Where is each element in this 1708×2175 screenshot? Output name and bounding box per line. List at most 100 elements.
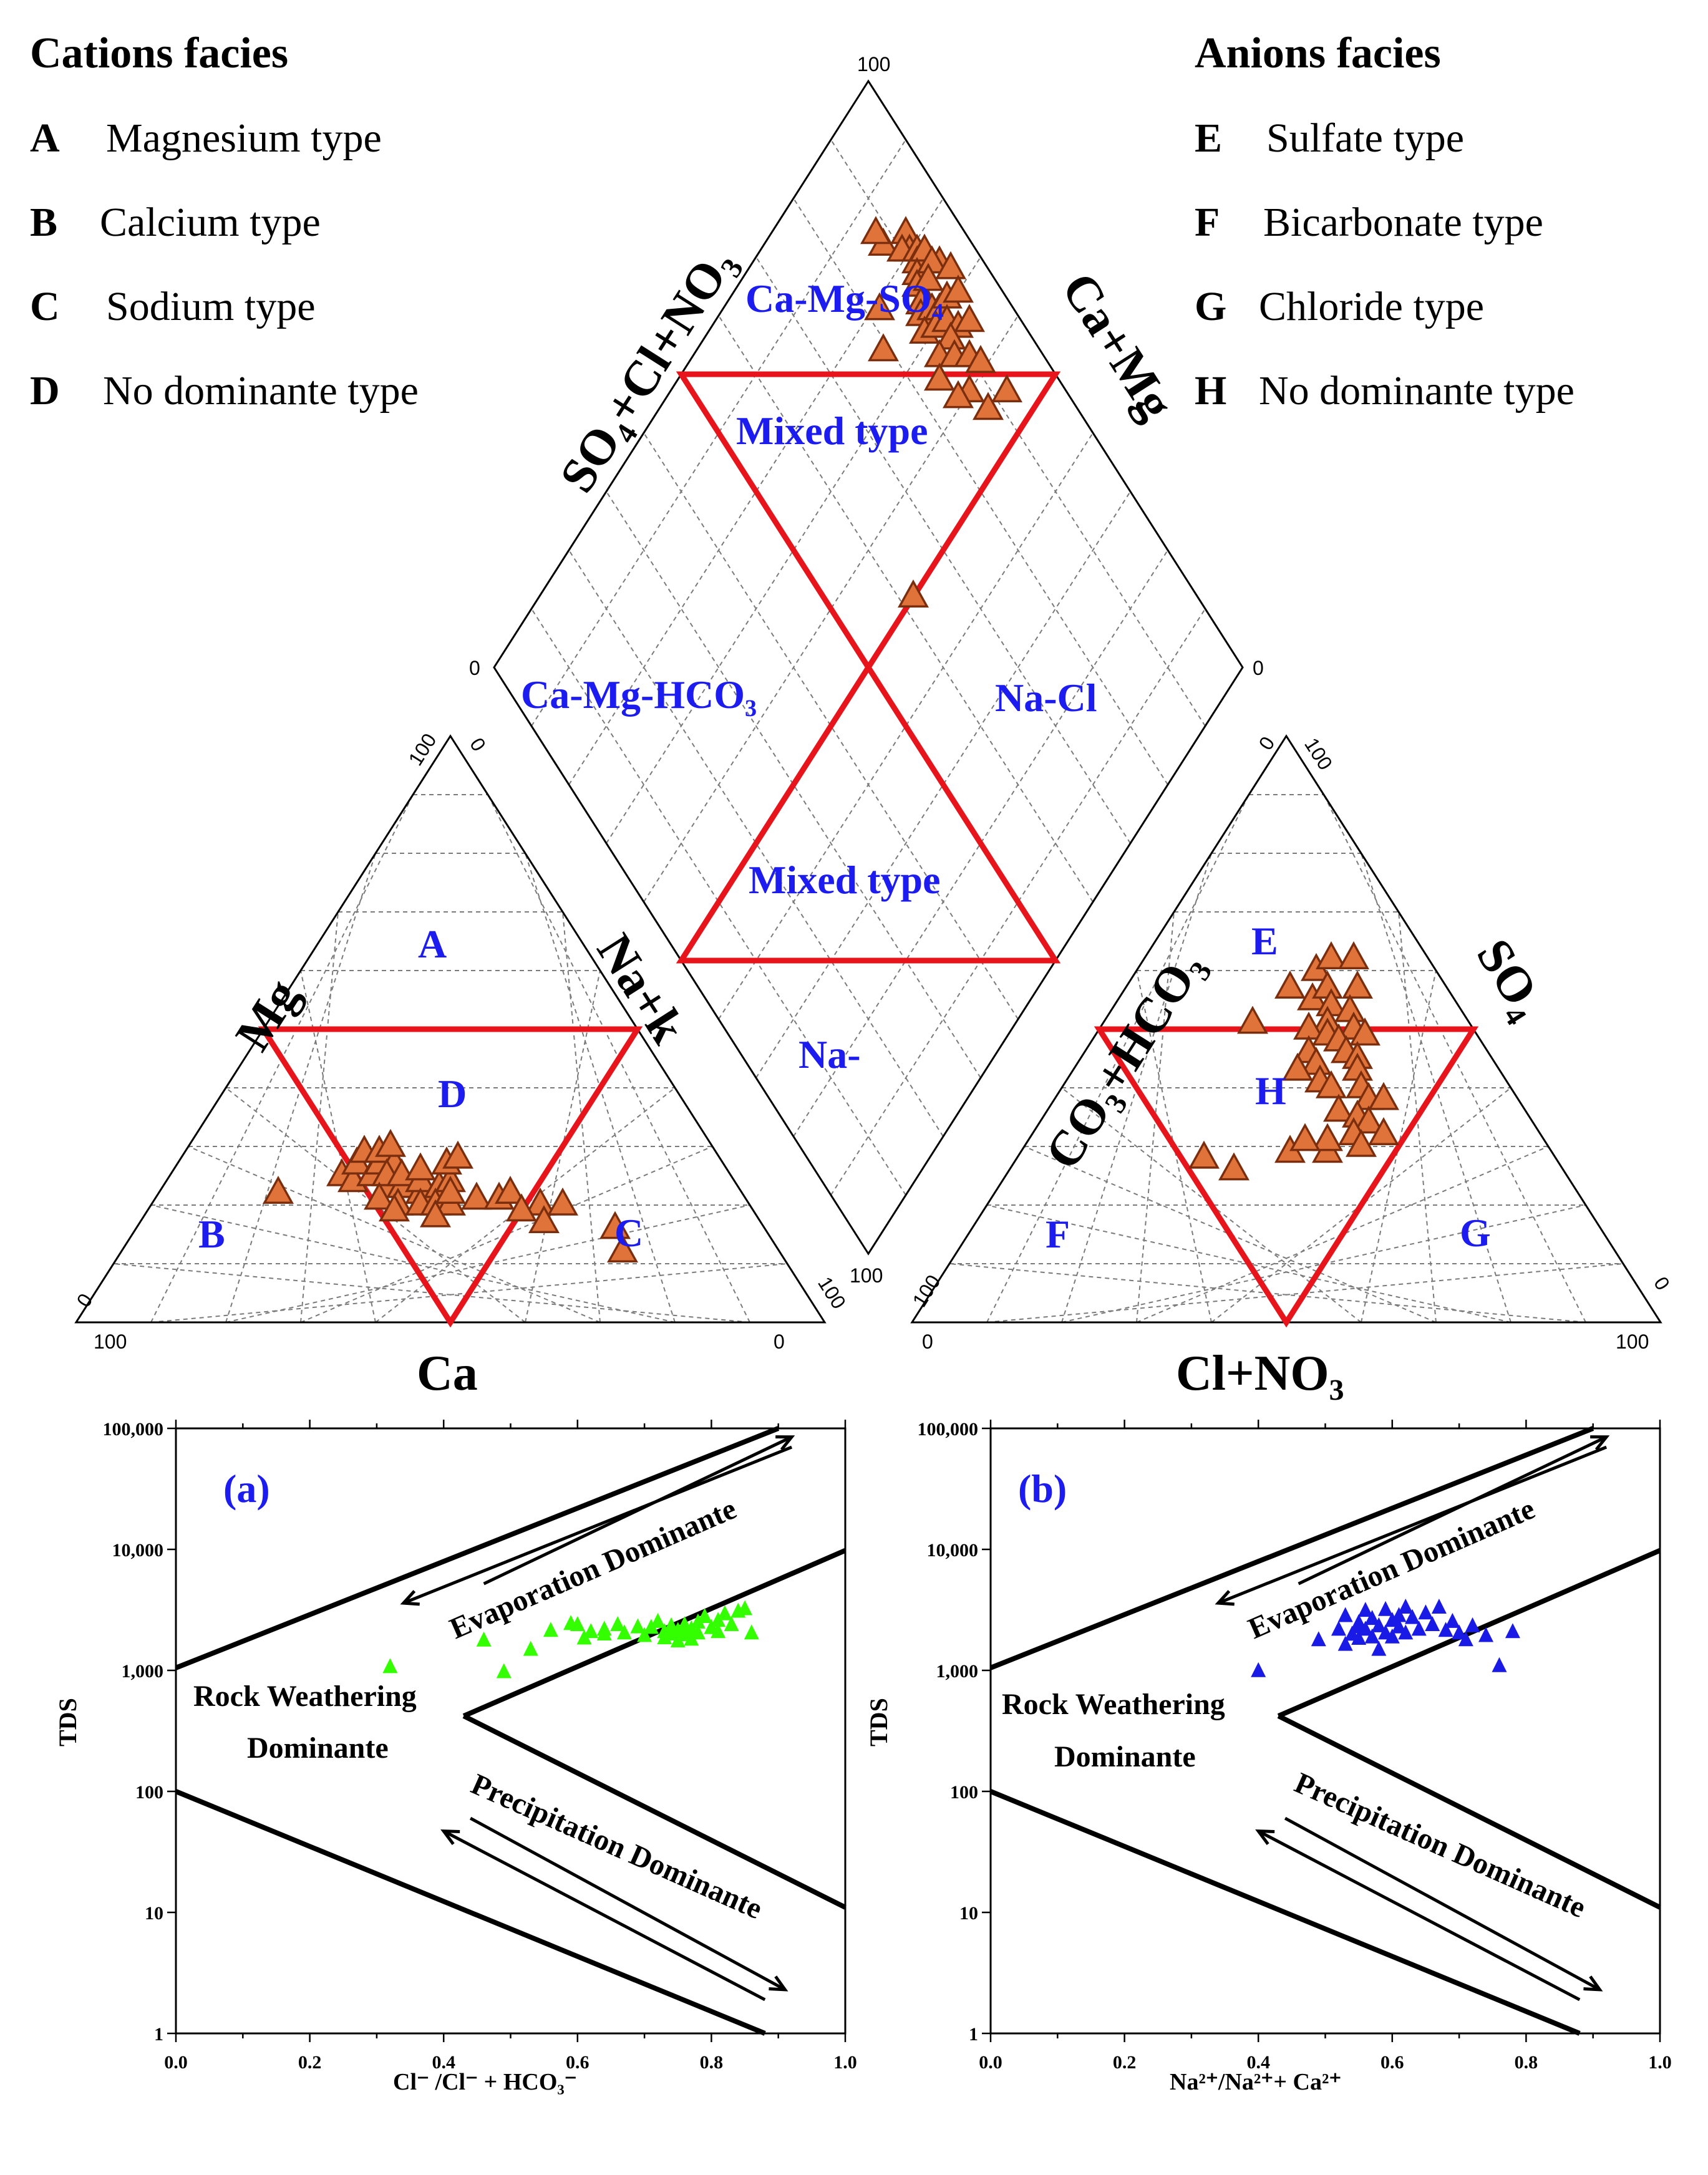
anion-point	[1237, 1005, 1268, 1034]
gibbs-b-point	[1505, 1623, 1520, 1639]
legend-letter-e: E	[1195, 115, 1222, 161]
diamond-outline	[493, 79, 1244, 1256]
gibbs-b-evaporation-arrow-left	[1217, 1445, 1608, 1605]
gibbs-a-point	[657, 1629, 672, 1645]
gibbs-b-precipitation-arrow-right-head	[1583, 1975, 1603, 1992]
diamond-point	[868, 333, 899, 362]
gibbs-a-point	[496, 1663, 512, 1678]
anion-gridline	[1136, 1146, 1549, 1323]
diamond-gridline	[793, 550, 1168, 1137]
diamond-point	[943, 380, 974, 409]
anion-left-axis-label: CO₃+HCO₃	[1035, 941, 1214, 1179]
anion-bottom-axis-label: Cl+NO₃	[1176, 1346, 1344, 1401]
anion-tick-left-bottom: 100	[908, 1271, 945, 1310]
cation-gridline	[300, 1146, 713, 1323]
gibbs-b-point	[1351, 1629, 1367, 1645]
anions-legend-title: Anions facies	[1195, 29, 1441, 77]
anion-region-g: G	[1460, 1211, 1491, 1255]
anion-tick-bottom-right: 100	[1616, 1330, 1649, 1353]
gibbs-a-point	[543, 1622, 558, 1637]
cation-gridline	[188, 1146, 601, 1323]
anion-point	[1353, 1105, 1384, 1134]
gibbs-a-point	[744, 1624, 759, 1640]
gibbs-a-ytick-label: 100	[135, 1782, 163, 1803]
anion-gridline	[1024, 1146, 1437, 1323]
gibbs-b-rock-label-1: Rock Weathering	[1002, 1688, 1225, 1721]
gibbs-b-point	[1351, 1618, 1367, 1634]
gibbs-a-precipitation-arrow-left-head	[440, 1829, 460, 1845]
gibbs-a-ytick-label: 100,000	[103, 1419, 164, 1440]
legend-label-c: Sodium type	[106, 284, 316, 329]
gibbs-a-point	[382, 1658, 398, 1674]
gibbs-b-inner-upper-boundary	[1277, 1548, 1661, 1718]
gibbs-a-evaporation-arrow-right-head	[775, 1435, 795, 1451]
gibbs-a-upper-boundary	[175, 1426, 780, 1670]
cation-tick-right-bottom: 100	[813, 1272, 850, 1312]
diamond-left-axis-label: SO₄+Cl+NO₃	[550, 238, 745, 501]
anion-point	[1342, 971, 1373, 999]
legend-letter-f: F	[1195, 200, 1220, 245]
gibbs-a-point	[724, 1616, 739, 1632]
gibbs-b-point	[1337, 1635, 1353, 1651]
cation-point	[420, 1199, 451, 1228]
cation-region-d: D	[438, 1072, 467, 1116]
gibbs-a-point	[630, 1618, 646, 1634]
diamond-gridline	[718, 315, 1094, 903]
cations-legend: Cations facies A Magnesium type B Calciu…	[30, 29, 419, 414]
anion-point	[1282, 1052, 1313, 1081]
cation-tick-apex-left: 100	[404, 729, 441, 769]
gibbs-a-point	[690, 1613, 706, 1629]
anion-point	[1316, 941, 1347, 969]
gibbs-b-point	[1384, 1612, 1400, 1627]
anion-point	[1349, 1017, 1380, 1046]
legend-label-b: Calcium type	[100, 200, 321, 245]
gibbs-b-point	[1398, 1624, 1414, 1640]
gibbs-b-point	[1492, 1657, 1507, 1672]
gibbs-a-point	[697, 1608, 712, 1624]
cation-tick-bottom-left: 100	[94, 1330, 127, 1353]
gibbs-b-xtick-label: 0.6	[1380, 2052, 1404, 2073]
gibbs-a-rock-label-2: Dominante	[247, 1732, 389, 1765]
gibbs-a-point	[583, 1623, 599, 1639]
cation-point	[379, 1193, 410, 1222]
gibbs-a-point	[650, 1612, 666, 1628]
gibbs-b-point	[1337, 1607, 1353, 1622]
gibbs-b-point	[1431, 1598, 1447, 1614]
diamond-point	[973, 392, 1004, 420]
gibbs-b-inner-lower-boundary	[1277, 1713, 1661, 1910]
gibbs-b-point	[1251, 1662, 1266, 1677]
gibbs-b-point	[1364, 1610, 1380, 1625]
cations-legend-title: Cations facies	[30, 29, 288, 77]
diamond-gridline	[606, 491, 981, 1078]
gibbs-a-xtick-label: 0.6	[566, 2052, 590, 2073]
cation-right-axis-label: Na+k	[586, 924, 696, 1053]
anion-point	[1368, 1082, 1399, 1110]
gibbs-b-point	[1465, 1617, 1480, 1632]
legend-letter-h: H	[1195, 368, 1226, 414]
anion-point	[1218, 1152, 1249, 1181]
gibbs-b-xlabel: Na²⁺/Na²⁺+ Ca²⁺	[1170, 2069, 1341, 2095]
diamond-point	[860, 216, 891, 245]
gibbs-b-ytick-label: 10	[959, 1903, 978, 1924]
cation-tick-apex-right: 0	[465, 734, 490, 755]
cation-point	[375, 1128, 406, 1157]
gibbs-a-ytick-label: 1	[154, 2024, 163, 2045]
gibbs-b-point	[1445, 1612, 1460, 1628]
cation-region-a: A	[418, 922, 447, 966]
diamond-point	[864, 292, 895, 321]
gibbs-a-point	[616, 1624, 632, 1640]
diamond-point	[991, 374, 1022, 402]
gibbs-b-xtick-label: 0.8	[1515, 2052, 1538, 2073]
gibbs-b-point	[1391, 1607, 1407, 1622]
gibbs-b-lower-boundary	[989, 1789, 1581, 2036]
diamond-gridline	[643, 315, 1019, 903]
gibbs-a-point	[717, 1605, 732, 1620]
gibbs-a-inner-lower-boundary	[462, 1713, 847, 1910]
gibbs-a-evaporation-arrow-left	[402, 1445, 793, 1605]
gibbs-a-precipitation-arrow-left	[443, 1829, 766, 2002]
anion-point	[1323, 1093, 1354, 1122]
gibbs-b-evaporation-arrow-left-head	[1215, 1590, 1235, 1606]
gibbs-b-evaporation-arrow-right	[1298, 1435, 1608, 1586]
